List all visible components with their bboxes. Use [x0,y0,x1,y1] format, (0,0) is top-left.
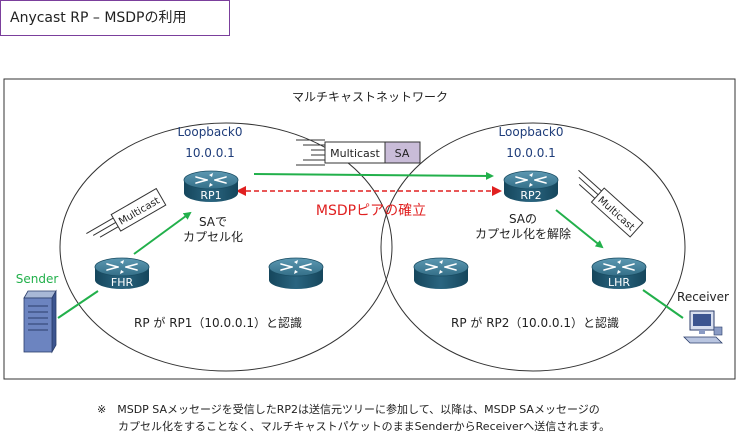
right-sa-note-2: カプセル化を解除 [475,226,571,241]
sender-link [57,290,99,319]
left-domain-ellipse [59,122,393,372]
receiver-link [642,289,684,319]
sender-label: Sender [16,272,59,286]
packet-sa-header [384,141,421,164]
fhr-label: FHR [111,276,134,289]
msdp-label: MSDPピアの確立 [316,203,426,219]
fhr-router: FHR [94,257,150,290]
lhr-router: LHR [591,257,647,290]
sa-flow-arrow [253,171,494,180]
left-sa-note-1: SAで [199,215,227,229]
left-sa-note-2: カプセル化 [183,230,243,244]
rp2-router: RP2 [503,170,559,203]
left-router [268,257,324,290]
lhr-label: LHR [608,276,630,289]
footnote-line-1: ※ MSDP SAメッセージを受信したRP2は送信元ツリーに参加して、以降は、M… [97,403,600,416]
page-title-text: Anycast RP – MSDPの利用 [10,10,187,26]
right-multicast-tag: Multicast [578,169,644,238]
footnote: ※ MSDP SAメッセージを受信したRP2は送信元ツリーに参加して、以降は、M… [97,401,610,435]
right-sa-note-1: SAの [509,212,537,226]
right-loopback-label: Loopback0 [499,125,564,139]
footnote-line-2: カプセル化をすることなく、マルチキャストパケットのままSenderからRecei… [118,420,611,433]
right-rp-recognition: RP が RP2（10.0.0.1）と認識 [451,315,619,330]
page-title: Anycast RP – MSDPの利用 [0,0,230,36]
left-multicast-tag: Multicast [86,187,167,238]
rp2-to-lhr-arrow [555,209,604,249]
rp1-router: RP1 [183,170,239,203]
receiver-pc-icon [683,310,723,344]
rp1-label: RP1 [200,189,221,202]
fhr-to-rp1-arrow [133,211,192,255]
receiver-label: Receiver [677,290,729,304]
left-loopback-ip: 10.0.0.1 [185,146,235,160]
sender-server-icon [23,289,57,354]
rp2-label: RP2 [520,189,541,202]
right-domain-ellipse [380,122,686,372]
left-loopback-label: Loopback0 [178,125,243,139]
right-router [413,257,469,290]
left-rp-recognition: RP が RP1（10.0.0.1）と認識 [134,315,302,330]
right-loopback-ip: 10.0.0.1 [506,146,556,160]
sa-packet: Multicast SA [296,139,421,166]
network-frame [3,78,736,380]
packet-data-label: Multicast [330,147,380,160]
network-label: マルチキャストネットワーク [292,90,448,104]
packet-sa-label: SA [395,147,410,160]
